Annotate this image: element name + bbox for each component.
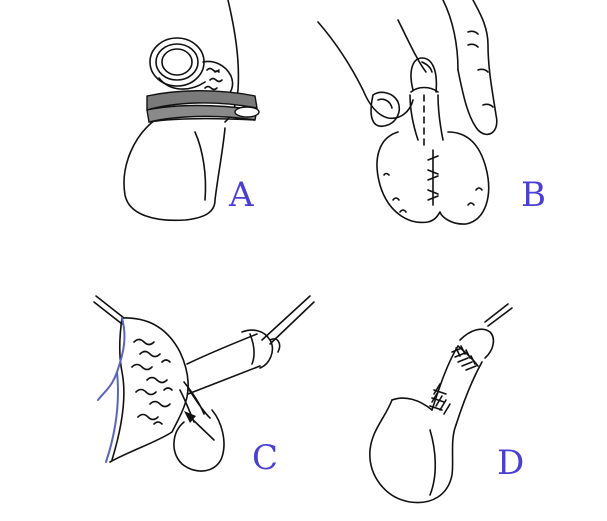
panel-label-d: D xyxy=(497,443,525,483)
panel-c-drawing xyxy=(93,295,315,472)
panel-a-drawing xyxy=(123,0,260,222)
panel-b-drawing xyxy=(317,0,498,225)
panel-label-c: C xyxy=(252,438,279,478)
panel-label-a: A xyxy=(229,175,254,215)
panel-d-drawing xyxy=(369,303,513,504)
panel-label-b: B xyxy=(521,175,546,215)
